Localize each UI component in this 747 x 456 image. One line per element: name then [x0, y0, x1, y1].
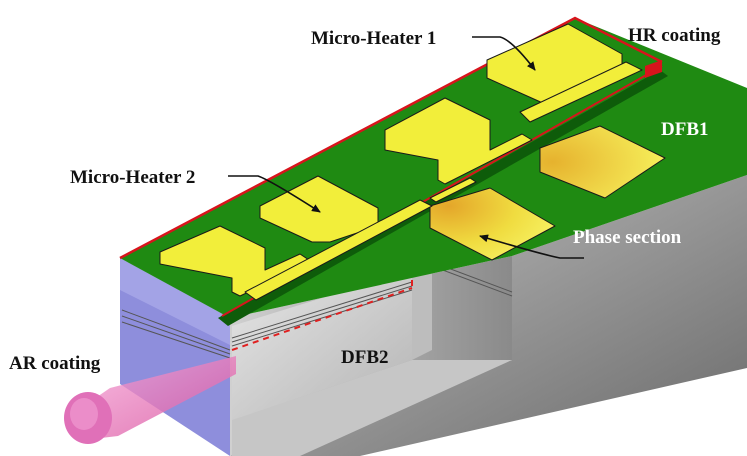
label-dfb2: DFB2	[341, 347, 389, 368]
substrate-left-upper-band	[120, 258, 230, 345]
annotation-arrows	[228, 36, 584, 259]
grating-dfb2	[231, 287, 413, 351]
micro-heater-1-lower-pad	[384, 97, 533, 185]
micro-heater-1-strip	[519, 61, 643, 123]
micro-heater-2-strip	[244, 199, 433, 301]
hr-coating-edge	[119, 16, 663, 260]
phase-section-strip	[429, 177, 477, 203]
label-dfb1: DFB1	[661, 119, 709, 140]
arrow-phase-section	[479, 234, 584, 259]
arrow-micro-heater-2	[228, 175, 321, 213]
cut-floor	[232, 360, 512, 456]
phase-section-pad	[429, 187, 556, 261]
output-beam	[64, 356, 236, 444]
label-micro-heater-2: Micro-Heater 2	[70, 167, 195, 188]
right-side-face	[230, 175, 747, 456]
dfb1-side-pad	[539, 125, 666, 199]
waveguide-layers	[121, 249, 513, 359]
label-phase-section: Phase section	[573, 227, 682, 248]
arrow-micro-heater-1	[472, 36, 536, 71]
cut-face-dfb2	[232, 270, 412, 420]
label-ar-coating: AR coating	[9, 353, 101, 374]
label-micro-heater-1: Micro-Heater 1	[311, 28, 436, 49]
label-hr-coating: HR coating	[628, 25, 721, 46]
